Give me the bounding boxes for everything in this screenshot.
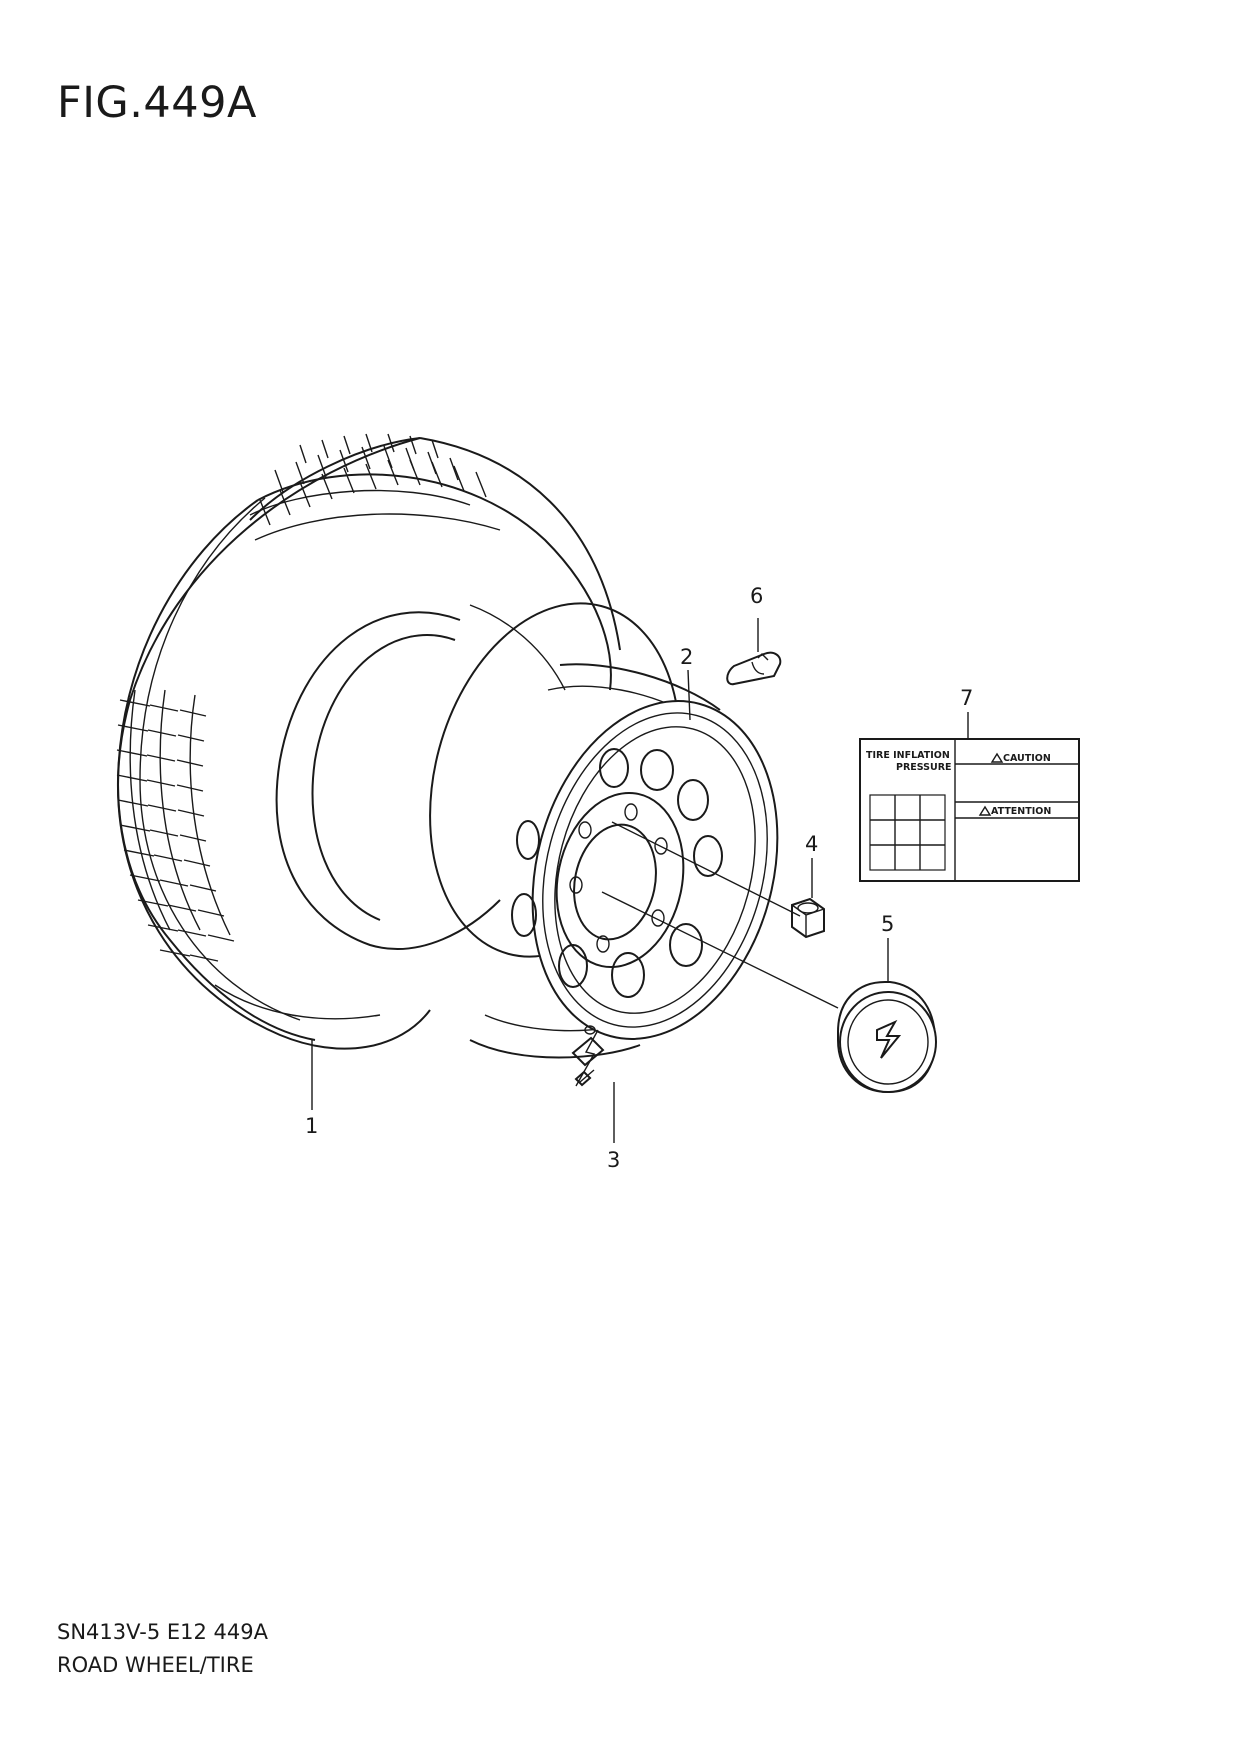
leader-lines <box>311 618 969 1143</box>
figure-code: SN413V-5 E12 449A <box>57 1620 268 1644</box>
center-cap <box>837 981 937 1094</box>
label-caution: CAUTION <box>1003 753 1051 764</box>
pressure-sensor <box>726 651 782 686</box>
callout-6: 6 <box>750 584 763 608</box>
label-tire-inflation: TIRE INFLATION <box>866 750 950 761</box>
wheel-rim <box>429 602 779 1059</box>
tire-pressure-label: TIRE INFLATION PRESSURE CAUTION ATTENTIO… <box>859 738 1080 882</box>
callout-2: 2 <box>680 645 693 669</box>
valve <box>571 1029 605 1087</box>
callout-5: 5 <box>881 912 894 936</box>
label-pressure: PRESSURE <box>896 762 952 773</box>
callout-1: 1 <box>305 1114 318 1138</box>
callout-7: 7 <box>960 686 973 710</box>
callout-4: 4 <box>805 832 818 856</box>
figure-title: FIG.449A <box>57 78 257 128</box>
tire <box>116 433 621 1050</box>
wheel-nut <box>791 897 825 939</box>
callout-3: 3 <box>607 1148 620 1172</box>
figure-name: ROAD WHEEL/TIRE <box>57 1653 254 1677</box>
label-attention: ATTENTION <box>991 806 1051 817</box>
